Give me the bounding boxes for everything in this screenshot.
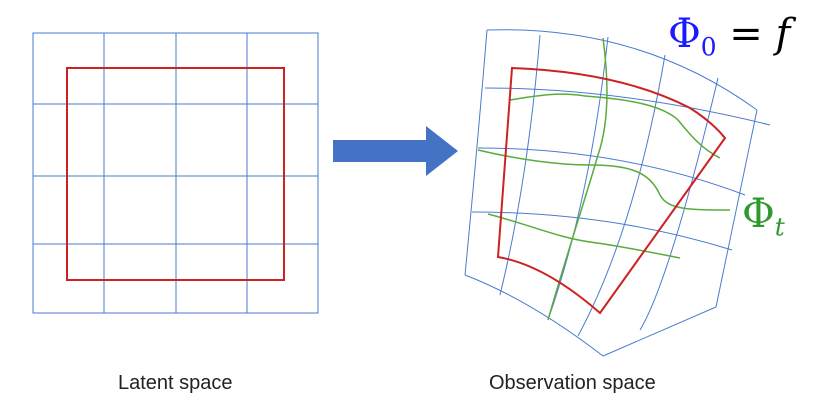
phit-symbol: Φ (742, 191, 775, 237)
observation-space-caption: Observation space (489, 372, 656, 394)
phi0-equals: = (716, 11, 776, 57)
obs-grid-col (639, 77, 719, 331)
phit-label: Φt (742, 194, 785, 240)
obs-grid-col (499, 34, 541, 296)
flow-curve (547, 37, 608, 321)
obs-grid-left (464, 29, 488, 276)
phi0-subscript: 0 (700, 32, 717, 62)
obs-grid-right (602, 109, 758, 357)
latent-space-caption: Latent space (118, 372, 233, 394)
latent-grid (32, 32, 319, 314)
obs-grid-col (547, 36, 609, 321)
obs-grid-row (477, 147, 746, 196)
flow-curve (487, 213, 681, 259)
obs-grid-row (471, 211, 733, 251)
observation-grid (464, 29, 771, 357)
phi0-rhs: f (775, 11, 791, 57)
observation-region-quad (496, 66, 727, 315)
obs-grid-bottom (464, 274, 604, 357)
phi0-label: Φ0 = f (668, 14, 790, 60)
mapping-arrow (333, 126, 458, 176)
latent-region-square (66, 67, 285, 281)
obs-grid-top (486, 29, 758, 111)
flow-curve (477, 149, 731, 211)
phit-subscript: t (774, 212, 785, 242)
flow-curve (509, 93, 721, 159)
obs-grid-row (484, 87, 771, 126)
phi0-symbol: Φ (668, 11, 701, 57)
